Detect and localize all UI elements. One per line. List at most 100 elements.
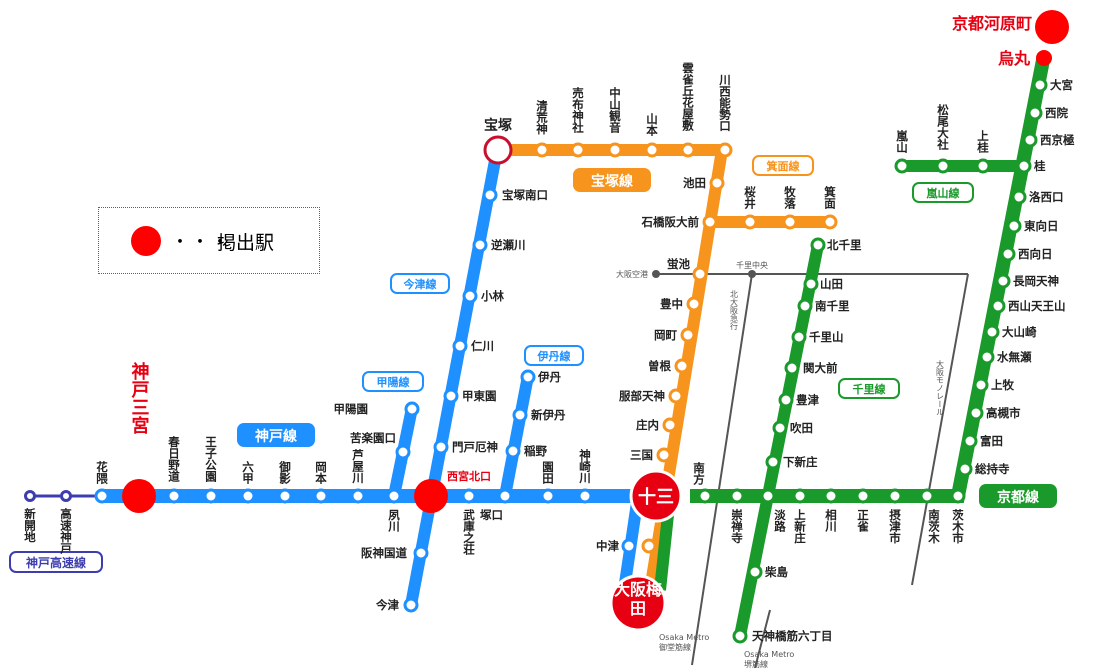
station-label: 甲陽園 (334, 402, 369, 416)
station-label: 西向日 (1018, 247, 1053, 261)
posting-station-osaka-umeda[interactable] (609, 574, 667, 632)
posting-station-juso[interactable] (629, 469, 683, 523)
station-label: 門戸厄神 (452, 440, 498, 454)
other-line-label: 大阪空港 (616, 269, 648, 279)
station-label: 池田 (683, 176, 706, 190)
posting-station-nishinomiya-kitaguchi[interactable] (414, 479, 448, 513)
station-label: 崇禅寺 (730, 508, 744, 544)
station-label: 千里山 (809, 330, 844, 344)
station-label: 神崎川 (578, 448, 592, 484)
label-osaka-umeda: 大阪梅田 (613, 580, 662, 618)
station-label: 牧落 (783, 185, 797, 210)
station-label: 阪神国道 (361, 546, 407, 560)
station-label: 嵐山 (895, 129, 909, 154)
label-takarazuka: 宝塚 (484, 117, 512, 134)
kyoto-line-label: 京都線 (997, 489, 1039, 506)
station-label: 洛西口 (1029, 190, 1064, 204)
station-label: 六甲 (241, 460, 255, 485)
legend: ・・・ 掲出駅 (98, 207, 320, 274)
station-label: 花隈 (95, 460, 109, 485)
station-label: 上桂 (976, 129, 990, 154)
other-line-labels: 大阪空港 千里中央 北大阪急行 大阪モノレール Osaka Metro 御堂筋線… (616, 260, 945, 668)
station-label: 曽根 (648, 359, 671, 373)
station-label: 西院 (1045, 106, 1068, 120)
minoo-line-label: 箕面線 (766, 159, 800, 173)
station-label: 中津 (596, 539, 619, 553)
itami-line-label: 伊丹線 (537, 349, 571, 363)
label-karasuma: 烏丸 (998, 49, 1031, 68)
station-label: 南千里 (815, 299, 850, 313)
station-label: 大山崎 (1002, 325, 1037, 339)
kobe-line-label: 神戸線 (255, 428, 297, 445)
station-label: 桜井 (743, 185, 757, 210)
station-label: 富田 (980, 434, 1003, 448)
posting-station-karasuma[interactable] (1036, 50, 1052, 66)
station-label: 天神橋筋六丁目 (752, 629, 833, 643)
label-nishinomiya-kitaguchi: 西宮北口 (447, 469, 491, 483)
line-badges (9, 155, 1057, 573)
vertical-station-labels: 新開地 高速神戸 花隈 春日野道 王子公園 六甲 御影 岡本 芦屋川 夙川 武庫… (23, 62, 990, 556)
legend-label: 掲出駅 (217, 232, 275, 254)
station-label: 石橋阪大前 (641, 215, 700, 229)
station-label: 伊丹 (537, 370, 561, 384)
other-line-label: 御堂筋線 (659, 642, 691, 652)
station-label: 逆瀬川 (491, 238, 526, 252)
station-label: 今津 (375, 598, 399, 612)
imazu-line (405, 148, 503, 607)
station-label: 清荒神 (535, 99, 549, 135)
station-label: 東向日 (1024, 219, 1059, 233)
other-line-label: 大阪モノレール (936, 359, 945, 416)
station-label: 北千里 (827, 238, 862, 252)
station-label: 夙川 (387, 509, 401, 533)
senri-line-label: 千里線 (853, 382, 886, 396)
station-label: 淡路 (773, 509, 787, 533)
imazu-line-label: 今津線 (403, 277, 437, 291)
other-line-label: 千里中央 (736, 260, 768, 270)
station-label: 大宮 (1050, 78, 1073, 92)
station-label: 春日野道 (167, 435, 181, 483)
posting-station-kobe-sannomiya[interactable] (122, 479, 156, 513)
station-label: 豊津 (796, 393, 819, 407)
station-label: 豊中 (660, 297, 683, 311)
station-label: 塚口 (480, 508, 503, 522)
station-label: 南茨木 (927, 508, 941, 544)
station-dots (24, 77, 1048, 644)
station-label: 武庫之荘 (462, 508, 476, 556)
station-label: 三国 (630, 448, 653, 462)
other-line-label: Osaka Metro (744, 650, 794, 659)
station-label: 下新庄 (783, 455, 818, 469)
station-label: 売布神社 (571, 86, 585, 134)
station-label: 吹田 (790, 421, 813, 435)
station-label: 園田 (541, 460, 555, 485)
station-label: 庄内 (636, 418, 659, 432)
other-line-label: 北大阪急行 (730, 290, 739, 331)
station-label: 岡町 (654, 328, 677, 342)
station-label: 箕面 (823, 185, 837, 210)
station-label: 新開地 (23, 507, 37, 543)
station-takarazuka[interactable] (483, 135, 513, 165)
kyoto-line (690, 53, 1051, 503)
takarazuka-line-label: 宝塚線 (591, 173, 633, 190)
senri-chuo-dot (748, 270, 756, 278)
label-kobe-sannomiya: 神戸三宮 (129, 361, 150, 435)
station-label: 仁川 (471, 339, 494, 353)
station-label: 小林 (480, 289, 504, 303)
station-labels: 甲陽園 苦楽園口 宝塚南口 逆瀬川 小林 仁川 甲東園 門戸厄神 阪神国道 今津… (334, 78, 1075, 643)
station-label: 稲野 (524, 444, 547, 458)
itami-line (499, 374, 534, 498)
posting-station-kyoto-kawaramachi[interactable] (1035, 10, 1069, 44)
station-label: 高槻市 (986, 406, 1021, 420)
station-label: 雲雀丘花屋敷 (681, 62, 695, 132)
station-label: 宝塚南口 (502, 188, 548, 202)
station-label: 王子公園 (204, 436, 218, 483)
station-label: 川西能勢口 (718, 74, 732, 132)
station-label: 正雀 (856, 509, 870, 533)
station-label: 中山観音 (608, 86, 622, 134)
station-label: 南方 (692, 461, 706, 486)
legend-ellipsis: ・・・ (171, 232, 231, 253)
station-label: 桂 (1033, 159, 1046, 173)
red-dot-icon (131, 226, 161, 256)
osaka-airport-dot (652, 270, 660, 278)
station-label: 新伊丹 (531, 408, 566, 422)
